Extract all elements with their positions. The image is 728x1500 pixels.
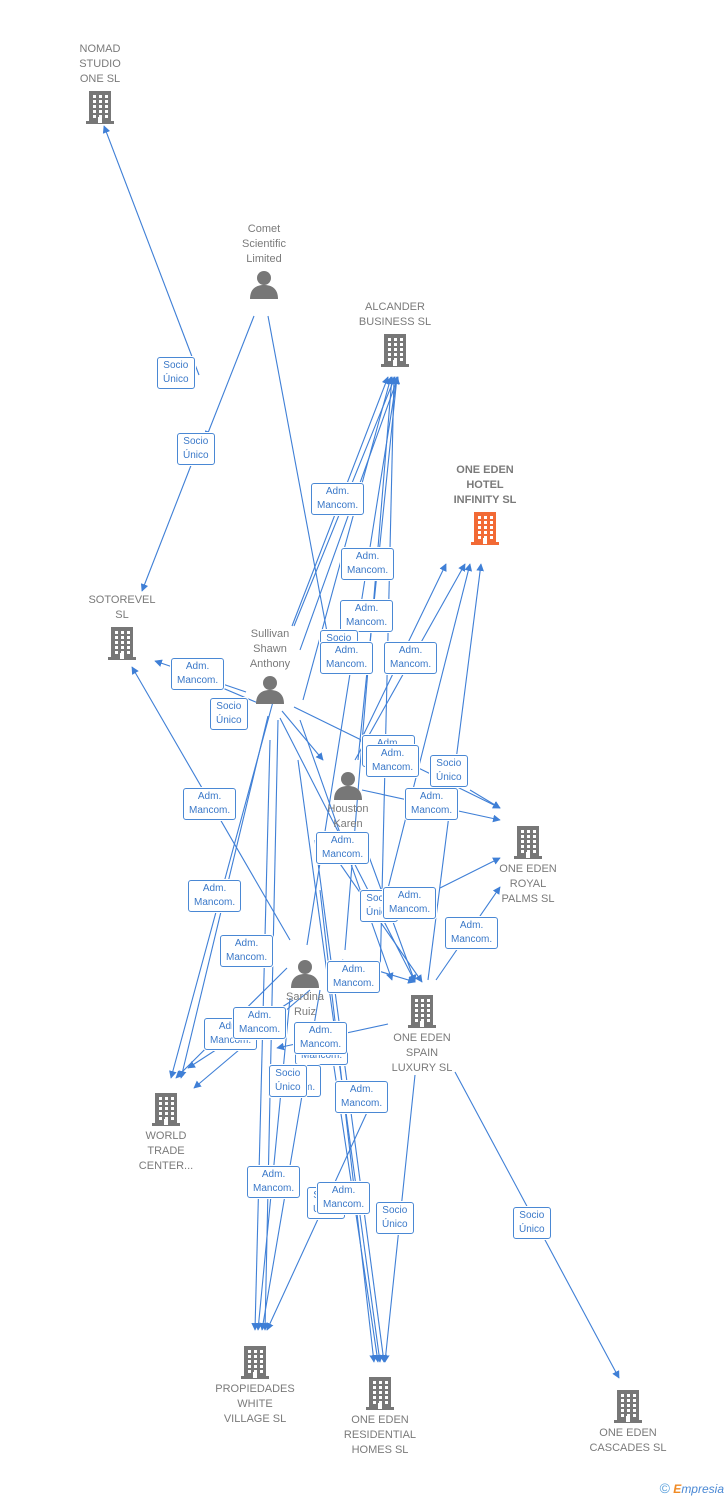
edge-line: [439, 857, 501, 889]
node-hotel[interactable]: ONE EDEN HOTEL INFINITY SL: [420, 463, 550, 548]
node-label: Comet Scientific Limited: [241, 223, 287, 265]
edge-line: [267, 315, 333, 649]
node-label: Sullivan Shawn Anthony: [249, 628, 291, 670]
node-label: NOMAD STUDIO ONE SL: [79, 43, 121, 85]
brand-name: mpresia: [681, 1482, 724, 1496]
edge-label[interactable]: Adm. Mancom.: [445, 917, 499, 949]
node-label: ONE EDEN RESIDENTIAL HOMES SL: [343, 1414, 417, 1456]
node-cascades[interactable]: ONE EDEN CASCADES SL: [563, 1386, 693, 1456]
edge-line: [102, 125, 200, 376]
building-icon: [471, 512, 499, 545]
node-wtc[interactable]: WORLD TRADE CENTER...: [101, 1089, 231, 1174]
node-label: Houston Karen: [327, 803, 369, 830]
edge-label[interactable]: Adm. Mancom.: [188, 880, 242, 912]
edge-line: [281, 710, 324, 761]
edge-line: [379, 376, 398, 981]
edge-label[interactable]: Adm. Mancom.: [327, 961, 381, 993]
edge-label[interactable]: Adm. Mancom.: [366, 745, 420, 777]
edge-label[interactable]: Adm. Mancom.: [316, 832, 370, 864]
edge-label[interactable]: Adm. Mancom.: [405, 788, 459, 820]
building-icon: [514, 826, 542, 859]
node-white[interactable]: PROPIEDADES WHITE VILLAGE SL: [190, 1342, 320, 1427]
building-icon: [108, 627, 136, 660]
edge-line: [254, 997, 291, 1331]
building-icon: [366, 1377, 394, 1410]
edge-line: [469, 789, 501, 809]
node-comet[interactable]: Comet Scientific Limited: [199, 222, 329, 301]
person-icon: [291, 960, 319, 988]
edge-label[interactable]: Adm. Mancom.: [341, 548, 395, 580]
node-royal[interactable]: ONE EDEN ROYAL PALMS SL: [463, 822, 593, 907]
building-icon: [241, 1346, 269, 1379]
node-label: WORLD TRADE CENTER...: [138, 1130, 194, 1172]
building-icon: [381, 334, 409, 367]
edge-label[interactable]: Adm. Mancom.: [233, 1007, 287, 1039]
edge-label[interactable]: Adm. Mancom.: [335, 1081, 389, 1113]
node-nomad[interactable]: NOMAD STUDIO ONE SL: [35, 42, 165, 127]
footer-brand[interactable]: © Empresia: [660, 1480, 724, 1496]
edge-label[interactable]: Adm. Mancom.: [384, 642, 438, 674]
edge-line: [302, 376, 393, 701]
person-icon: [250, 271, 278, 299]
edge-label[interactable]: Socio Único: [513, 1207, 551, 1239]
node-label: ALCANDER BUSINESS SL: [358, 301, 432, 328]
node-label: ONE EDEN HOTEL INFINITY SL: [453, 464, 517, 506]
edge-label[interactable]: Adm. Mancom.: [183, 788, 237, 820]
edge-line: [204, 315, 255, 439]
edge-label[interactable]: Socio Único: [430, 755, 468, 787]
building-icon: [152, 1093, 180, 1126]
node-label: ONE EDEN ROYAL PALMS SL: [499, 863, 557, 905]
edge-label[interactable]: Socio Único: [210, 698, 248, 730]
edge-line: [140, 449, 198, 592]
edge-label[interactable]: Adm. Mancom.: [317, 1182, 371, 1214]
node-houston[interactable]: Houston Karen: [283, 768, 413, 832]
edge-label[interactable]: Adm. Mancom.: [247, 1166, 301, 1198]
building-icon: [86, 91, 114, 124]
edge-label[interactable]: Adm. Mancom.: [383, 887, 437, 919]
person-icon: [334, 772, 362, 800]
person-icon: [256, 676, 284, 704]
edge-label[interactable]: Adm. Mancom.: [320, 642, 374, 674]
edge-label[interactable]: Adm. Mancom.: [340, 600, 394, 632]
copyright-icon: ©: [659, 1480, 670, 1496]
edge-line: [379, 563, 473, 921]
node-label: ONE EDEN SPAIN LUXURY SL: [391, 1032, 453, 1074]
edge-label[interactable]: Socio Único: [157, 357, 195, 389]
edge-label[interactable]: Adm. Mancom.: [294, 1022, 348, 1054]
node-residential[interactable]: ONE EDEN RESIDENTIAL HOMES SL: [315, 1373, 445, 1458]
edge-label[interactable]: Adm. Mancom.: [220, 935, 274, 967]
node-sardina[interactable]: Sardina Ruiz: [240, 956, 370, 1020]
edge-label[interactable]: Socio Único: [177, 433, 215, 465]
edge-label[interactable]: Socio Único: [269, 1065, 307, 1097]
building-icon: [408, 995, 436, 1028]
node-label: ONE EDEN CASCADES SL: [589, 1427, 667, 1454]
edge-label[interactable]: Adm. Mancom.: [311, 483, 365, 515]
node-sotorevel[interactable]: SOTOREVEL SL: [57, 593, 187, 663]
brand-e: E: [673, 1482, 682, 1496]
node-label: Sardina Ruiz: [286, 991, 324, 1018]
node-label: SOTOREVEL SL: [88, 594, 156, 621]
node-spain[interactable]: ONE EDEN SPAIN LUXURY SL: [357, 991, 487, 1076]
edge-label[interactable]: Adm. Mancom.: [171, 658, 225, 690]
node-label: PROPIEDADES WHITE VILLAGE SL: [215, 1383, 295, 1425]
node-sullivan[interactable]: Sullivan Shawn Anthony: [205, 627, 335, 706]
building-icon: [614, 1390, 642, 1423]
edge-label[interactable]: Socio Único: [376, 1202, 414, 1234]
node-alcander[interactable]: ALCANDER BUSINESS SL: [330, 300, 460, 370]
